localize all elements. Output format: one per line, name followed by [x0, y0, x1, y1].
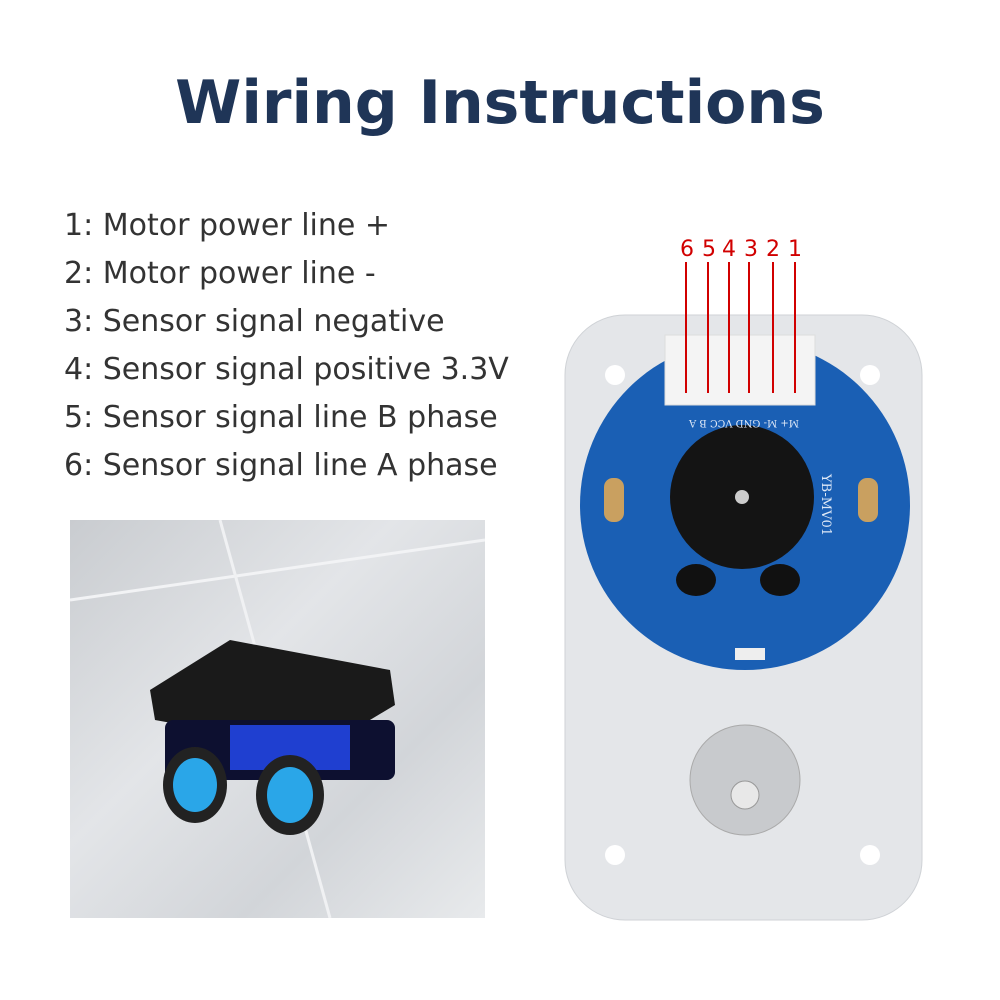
wiring-item: 4: Sensor signal positive 3.3V — [64, 352, 509, 387]
led-l1 — [735, 648, 765, 660]
wiring-list: 1: Motor power line + 2: Motor power lin… — [64, 205, 509, 493]
mount-hole — [860, 845, 880, 865]
robot-car-illustration — [70, 520, 485, 918]
pin-number: 4 — [722, 237, 736, 262]
connector-k1 — [664, 334, 816, 406]
wiring-item: 2: Motor power line - — [64, 256, 376, 291]
mount-hole — [605, 365, 625, 385]
hall-sensor-s1 — [760, 564, 800, 596]
wiring-item: 6: Sensor signal line A phase — [64, 448, 498, 483]
pin-markers: 6 5 4 3 2 1 — [680, 237, 802, 393]
wiring-item: 5: Sensor signal line B phase — [64, 400, 498, 435]
pin-number: 5 — [702, 237, 716, 262]
mount-hole — [605, 845, 625, 865]
robot-car-photo — [70, 520, 485, 918]
solder-pad — [858, 478, 878, 522]
pin-number: 6 — [680, 237, 694, 262]
pin-number: 2 — [766, 237, 780, 262]
mount-hole — [860, 365, 880, 385]
pin-number: 3 — [744, 237, 758, 262]
pcb-model-label: YB-MV01 — [818, 473, 833, 536]
wiring-item: 3: Sensor signal negative — [64, 304, 445, 339]
pcb-pin-labels: M+ M- GND VCC B A — [688, 417, 799, 428]
solder-pad — [604, 478, 624, 522]
motor-shaft-bearing — [689, 724, 801, 836]
page-title: Wiring Instructions — [175, 68, 825, 138]
hall-sensor-s2 — [676, 564, 716, 596]
wiring-item: 1: Motor power line + — [64, 208, 391, 243]
pin-number: 1 — [788, 237, 802, 262]
